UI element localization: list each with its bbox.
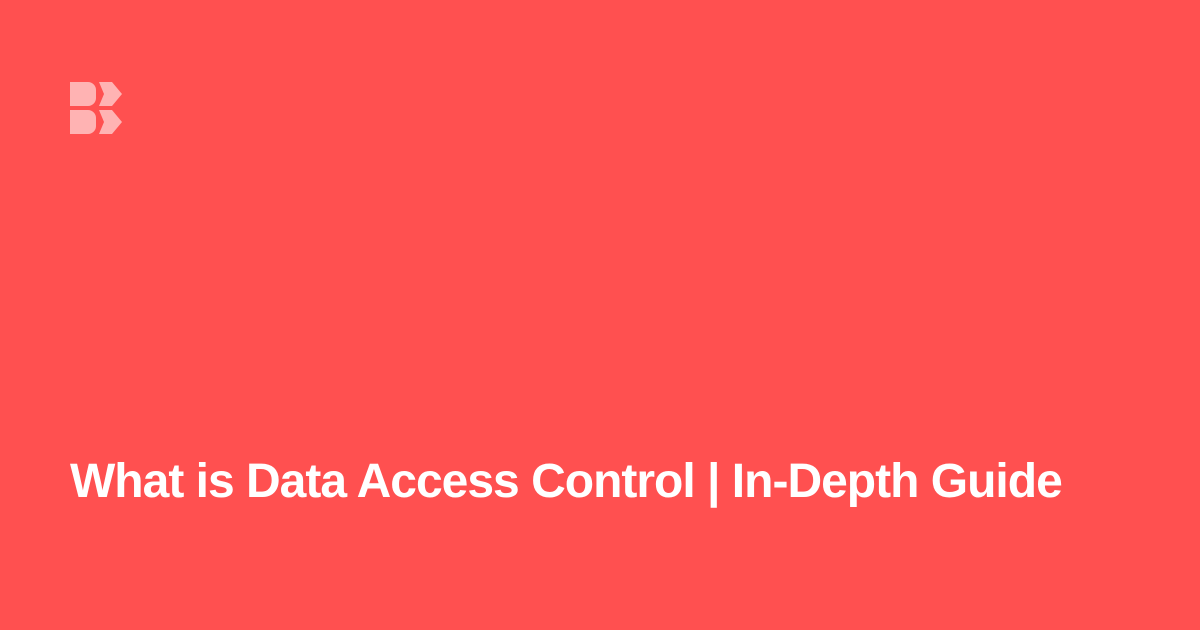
brand-logo-icon	[70, 82, 124, 136]
page-title: What is Data Access Control | In-Depth G…	[70, 455, 1063, 508]
